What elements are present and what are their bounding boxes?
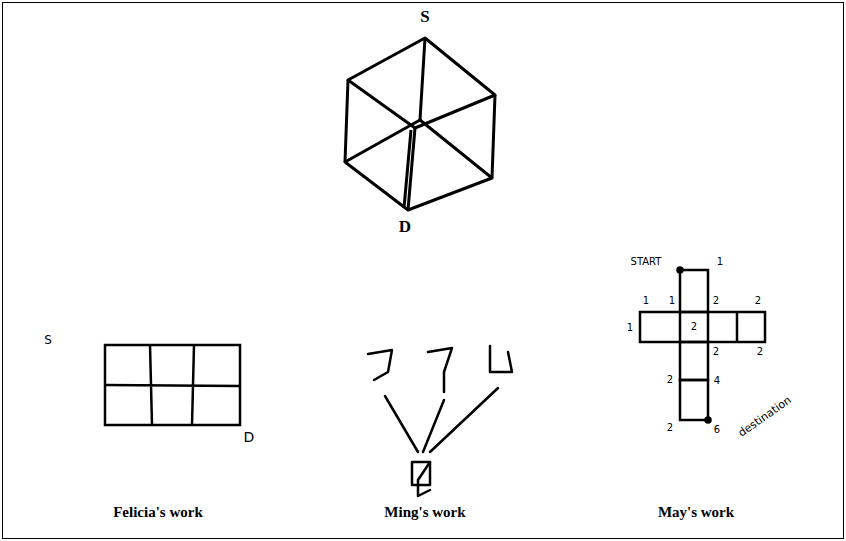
grid-label: D xyxy=(244,430,255,444)
ming-paths xyxy=(368,346,512,496)
cube xyxy=(345,38,495,210)
count-number: 1 xyxy=(643,296,649,306)
count-number: 2 xyxy=(691,322,697,332)
start-label: START xyxy=(631,257,662,267)
vertex-label: S xyxy=(420,8,429,25)
count-number: 2 xyxy=(667,375,673,385)
count-number: 2 xyxy=(757,347,763,357)
count-number: 1 xyxy=(669,296,675,306)
frame xyxy=(3,3,844,539)
count-number: 6 xyxy=(714,425,720,435)
grid-label: S xyxy=(44,334,52,346)
count-number: 1 xyxy=(627,323,633,333)
count-number: 4 xyxy=(714,376,720,386)
destination-label: destination xyxy=(737,394,794,438)
count-number: 2 xyxy=(755,296,761,306)
vertex-label: D xyxy=(399,218,411,235)
count-number: 2 xyxy=(713,347,719,357)
count-number: 1 xyxy=(717,257,723,267)
caption-text: Ming's work xyxy=(384,505,465,520)
caption-text: May's work xyxy=(658,505,734,520)
caption-text: Felicia's work xyxy=(113,505,203,520)
felicia-grid xyxy=(105,345,240,425)
count-number: 2 xyxy=(667,423,673,433)
may-net xyxy=(640,268,765,423)
count-number: 2 xyxy=(713,296,719,306)
